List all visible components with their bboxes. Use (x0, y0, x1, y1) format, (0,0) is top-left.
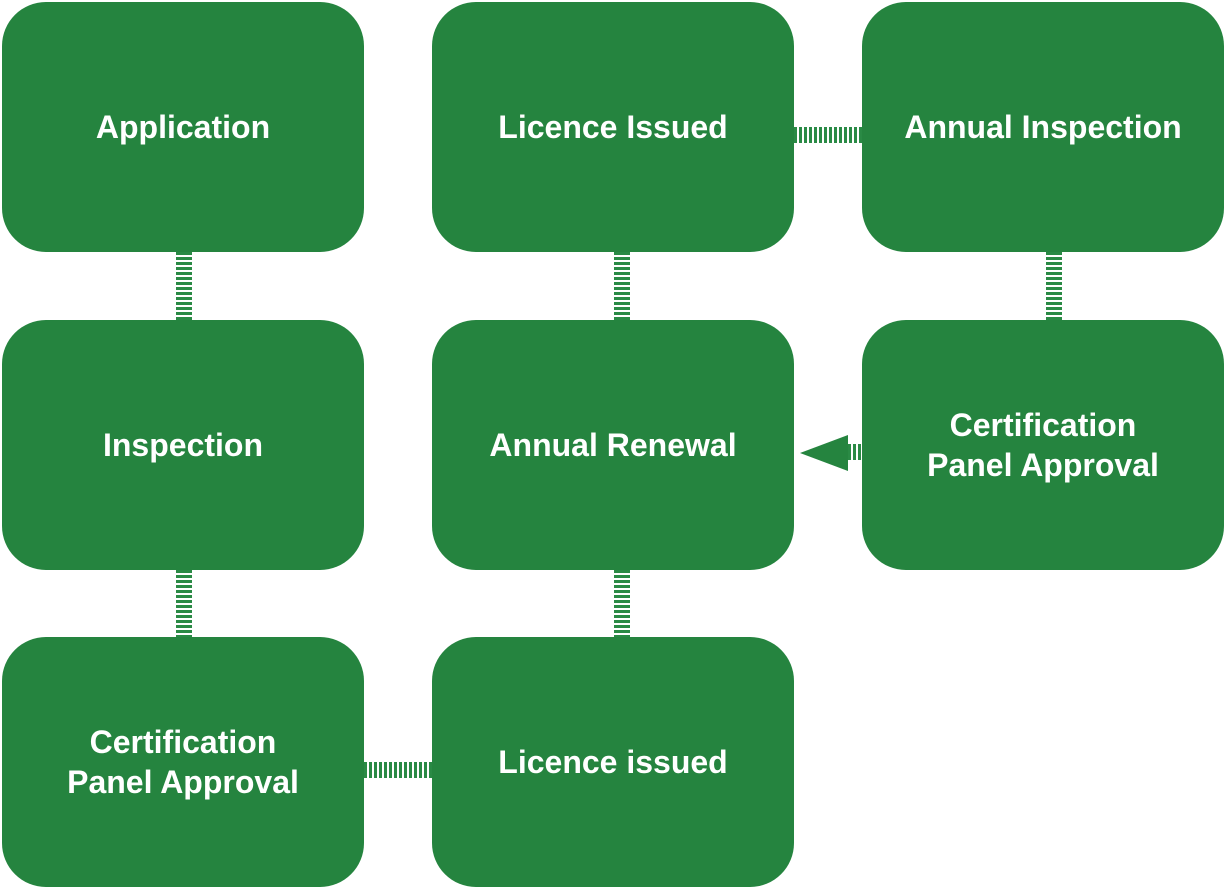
node-inspection: Inspection (2, 320, 364, 570)
connector-licence-annual-inspection (794, 127, 862, 143)
node-licence-issued-final: Licence issued (432, 637, 794, 887)
connector-inspection-certification (176, 570, 192, 637)
node-annual-renewal: Annual Renewal (432, 320, 794, 570)
connector-annual-inspection-approval (1046, 252, 1062, 320)
connector-approval-renewal (848, 444, 862, 460)
arrowhead-left-icon (800, 435, 848, 471)
node-licence-issued: Licence Issued (432, 2, 794, 252)
node-annual-inspection: Annual Inspection (862, 2, 1224, 252)
connector-renewal-licence-issued (614, 252, 630, 320)
connector-licence-renewal (614, 570, 630, 637)
node-application: Application (2, 2, 364, 252)
node-certification-panel-approval: Certification Panel Approval (2, 637, 364, 887)
connector-certification-licence (364, 762, 432, 778)
connector-application-inspection (176, 252, 192, 320)
node-certification-panel-approval-annual: Certification Panel Approval (862, 320, 1224, 570)
